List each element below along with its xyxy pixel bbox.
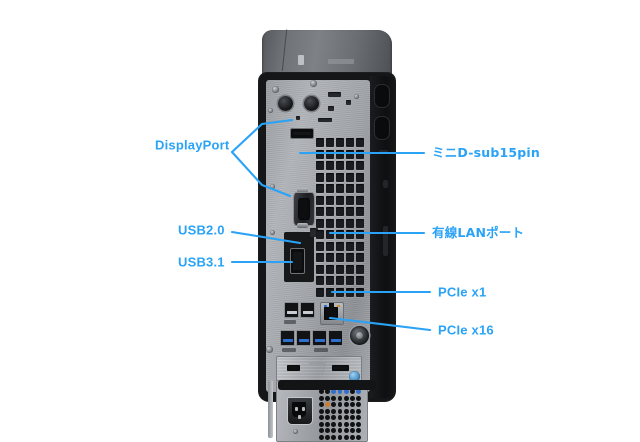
plate-screw	[270, 230, 275, 235]
blue-thumbscrew[interactable]	[349, 371, 360, 382]
desktop-pc-rear-view	[258, 30, 396, 442]
thumbscrew-knob[interactable]	[350, 326, 369, 345]
plate-vent-hole	[346, 100, 351, 105]
usb31-port[interactable]	[312, 330, 327, 346]
plate-screw	[354, 94, 359, 99]
plate-rail	[268, 380, 273, 438]
power-pin	[302, 407, 305, 411]
screenshot-canvas: DisplayPort USB2.0 USB3.1 ミニD-sub15pin 有…	[0, 0, 640, 426]
rear-io-plate	[266, 80, 376, 442]
callout-label-pcie-x16: PCIe x16	[438, 322, 494, 338]
bezel-notch	[379, 150, 388, 154]
plate-screw	[270, 184, 275, 189]
power-pin	[295, 407, 298, 411]
plate-vent-hole	[310, 228, 318, 237]
power-inlet-c14[interactable]	[287, 397, 313, 425]
callout-label-vga: ミニD-sub15pin	[432, 144, 541, 160]
vga-port-body	[293, 192, 315, 226]
usb31-port[interactable]	[280, 330, 295, 346]
slot-opening	[332, 365, 349, 371]
ventilation-grille	[316, 138, 364, 300]
plate-screw	[268, 108, 273, 113]
slot-arrow-marking	[305, 363, 326, 375]
bezel-handle-slot	[374, 116, 390, 140]
usb31-label-mark	[314, 348, 328, 352]
plate-screw	[310, 80, 317, 87]
callout-label-pcie-x1: PCIe x1	[438, 284, 487, 300]
plate-vent-hole	[296, 116, 300, 120]
usb31-label-mark	[282, 348, 296, 352]
chassis-side-bezel	[370, 76, 396, 398]
audio-jack[interactable]	[278, 96, 293, 111]
usb31-port[interactable]	[296, 330, 311, 346]
callout-label-usb31: USB3.1	[178, 254, 225, 270]
psu-honeycomb-vent	[319, 389, 361, 440]
psu-screw	[293, 429, 298, 434]
power-pin	[298, 415, 301, 419]
lan-led	[324, 304, 327, 307]
usb31-port[interactable]	[328, 330, 343, 346]
vga-screw-post	[297, 223, 308, 228]
callout-label-usb20: USB2.0	[178, 222, 225, 238]
callout-label-displayport: DisplayPort	[155, 137, 230, 153]
vga-screw-post	[297, 188, 308, 193]
usb20-port[interactable]	[300, 302, 315, 318]
vga-connector[interactable]	[290, 188, 316, 228]
audio-jack[interactable]	[304, 96, 319, 111]
pcie-slot-cover-x1[interactable]	[276, 356, 362, 382]
displayport-connector[interactable]	[290, 248, 305, 274]
slot-opening	[287, 365, 300, 371]
callout-label-lan: 有線LANポート	[432, 224, 525, 240]
bezel-notch	[383, 180, 388, 188]
chassis-foot	[278, 380, 376, 390]
usb20-port[interactable]	[284, 302, 299, 318]
plate-vent-hole	[328, 106, 334, 111]
lan-led	[337, 304, 340, 307]
chassis-badge	[328, 59, 354, 64]
bezel-handle-slot	[374, 84, 390, 108]
bezel-notch	[383, 226, 388, 256]
plate-screw	[272, 86, 279, 93]
plate-vent-hole	[318, 118, 332, 122]
chassis-logo	[298, 55, 304, 65]
plate-vent-hole	[328, 92, 341, 97]
plate-screw	[266, 346, 273, 353]
usb20-label-mark	[284, 320, 296, 324]
displayport-connector[interactable]	[290, 128, 314, 139]
ethernet-lan-port[interactable]	[320, 302, 344, 325]
